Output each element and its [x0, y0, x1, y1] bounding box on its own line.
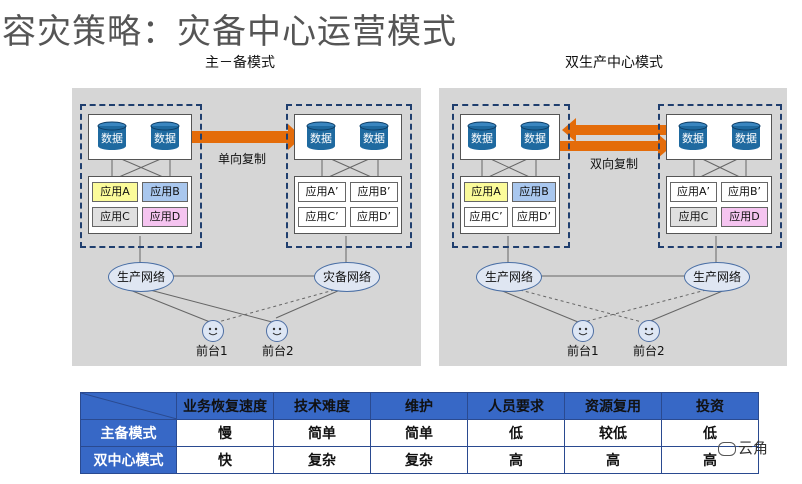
- app-box: 应用A: [464, 182, 508, 202]
- left-backup-datacenter: [286, 104, 412, 248]
- database-label: 数据: [154, 132, 176, 145]
- comparison-table: 业务恢复速度 技术难度 维护 人员要求 资源复用 投资 主备模式 慢 简单 简单…: [80, 392, 759, 474]
- app-box: 应用C’: [298, 207, 346, 227]
- frontend-client-icon: [202, 320, 224, 342]
- database-label: 数据: [101, 132, 123, 145]
- database-icon: 数据: [678, 121, 708, 155]
- app-box: 应用C: [92, 207, 138, 227]
- app-box: 应用A: [92, 182, 138, 202]
- table-row: 主备模式 慢 简单 简单 低 较低 低: [80, 419, 759, 447]
- app-box: 应用B’: [350, 182, 398, 202]
- table-cell: 简单: [370, 419, 468, 447]
- table-cell: 简单: [273, 419, 371, 447]
- backup-network: 灾备网络: [314, 262, 380, 292]
- database-label: 数据: [471, 132, 493, 145]
- table-header: 维护: [370, 392, 468, 420]
- app-box: 应用B: [512, 182, 556, 202]
- row-label: 主备模式: [80, 419, 177, 447]
- app-box: 应用C’: [464, 207, 508, 227]
- table-header-row: 业务恢复速度 技术难度 维护 人员要求 资源复用 投资: [80, 392, 759, 420]
- app-box: 应用B: [142, 182, 188, 202]
- row-label: 双中心模式: [80, 446, 177, 474]
- left-subtitle: 主－备模式: [205, 55, 275, 71]
- app-box: 应用D’: [512, 207, 556, 227]
- database-icon: 数据: [359, 121, 389, 155]
- table-corner-cell: [80, 392, 177, 420]
- table-header: 资源复用: [564, 392, 662, 420]
- left-primary-datacenter: [80, 104, 202, 248]
- watermark: 云角: [718, 437, 768, 458]
- table-row: 双中心模式 快 复杂 复杂 高 高 高: [80, 446, 759, 474]
- frontend-label: 前台2: [633, 344, 665, 358]
- database-label: 数据: [363, 132, 385, 145]
- table-cell: 复杂: [273, 446, 371, 474]
- production-network: 生产网络: [476, 262, 542, 292]
- table-header: 投资: [661, 392, 759, 420]
- production-network: 生产网络: [684, 262, 750, 292]
- chat-bubble-icon: [718, 441, 736, 456]
- table-header: 技术难度: [273, 392, 371, 420]
- bidirectional-replication-label: 双向复制: [590, 157, 639, 171]
- slide-title: 容灾策略：灾备中心运营模式: [2, 12, 457, 52]
- table-cell: 快: [176, 446, 274, 474]
- frontend-label: 前台2: [262, 344, 294, 358]
- frontend-client-icon: [638, 320, 660, 342]
- database-icon: 数据: [467, 121, 497, 155]
- database-icon: 数据: [306, 121, 336, 155]
- watermark-text: 云角: [738, 439, 769, 457]
- single-replication-label: 单向复制: [218, 152, 267, 166]
- bidirectional-replication-arrows: [560, 118, 672, 158]
- table-cell: 复杂: [370, 446, 468, 474]
- database-icon: 数据: [97, 121, 127, 155]
- frontend-client-icon: [572, 320, 594, 342]
- app-box: 应用C: [670, 207, 717, 227]
- table-cell: 高: [661, 446, 759, 474]
- database-label: 数据: [682, 132, 704, 145]
- table-cell: 低: [661, 419, 759, 447]
- production-network: 生产网络: [108, 262, 174, 292]
- database-label: 数据: [310, 132, 332, 145]
- frontend-label: 前台1: [567, 344, 599, 358]
- app-box: 应用D: [721, 207, 768, 227]
- frontend-client-icon: [266, 320, 288, 342]
- table-cell: 慢: [176, 419, 274, 447]
- table-header: 业务恢复速度: [176, 392, 274, 420]
- frontend-label: 前台1: [196, 344, 228, 358]
- database-label: 数据: [735, 132, 757, 145]
- app-box: 应用D’: [350, 207, 398, 227]
- single-replication-arrow: [188, 124, 302, 150]
- table-cell: 较低: [564, 419, 662, 447]
- right-datacenter-1: [452, 104, 570, 248]
- table-cell: 高: [564, 446, 662, 474]
- table-header: 人员要求: [467, 392, 565, 420]
- table-cell: 高: [467, 446, 565, 474]
- app-box: 应用B’: [721, 182, 768, 202]
- database-icon: 数据: [520, 121, 550, 155]
- database-icon: 数据: [150, 121, 180, 155]
- database-icon: 数据: [731, 121, 761, 155]
- right-subtitle: 双生产中心模式: [565, 55, 663, 71]
- app-box: 应用D: [142, 207, 188, 227]
- app-box: 应用A’: [670, 182, 717, 202]
- right-datacenter-2: [658, 104, 782, 248]
- table-cell: 低: [467, 419, 565, 447]
- app-box: 应用A’: [298, 182, 346, 202]
- database-label: 数据: [524, 132, 546, 145]
